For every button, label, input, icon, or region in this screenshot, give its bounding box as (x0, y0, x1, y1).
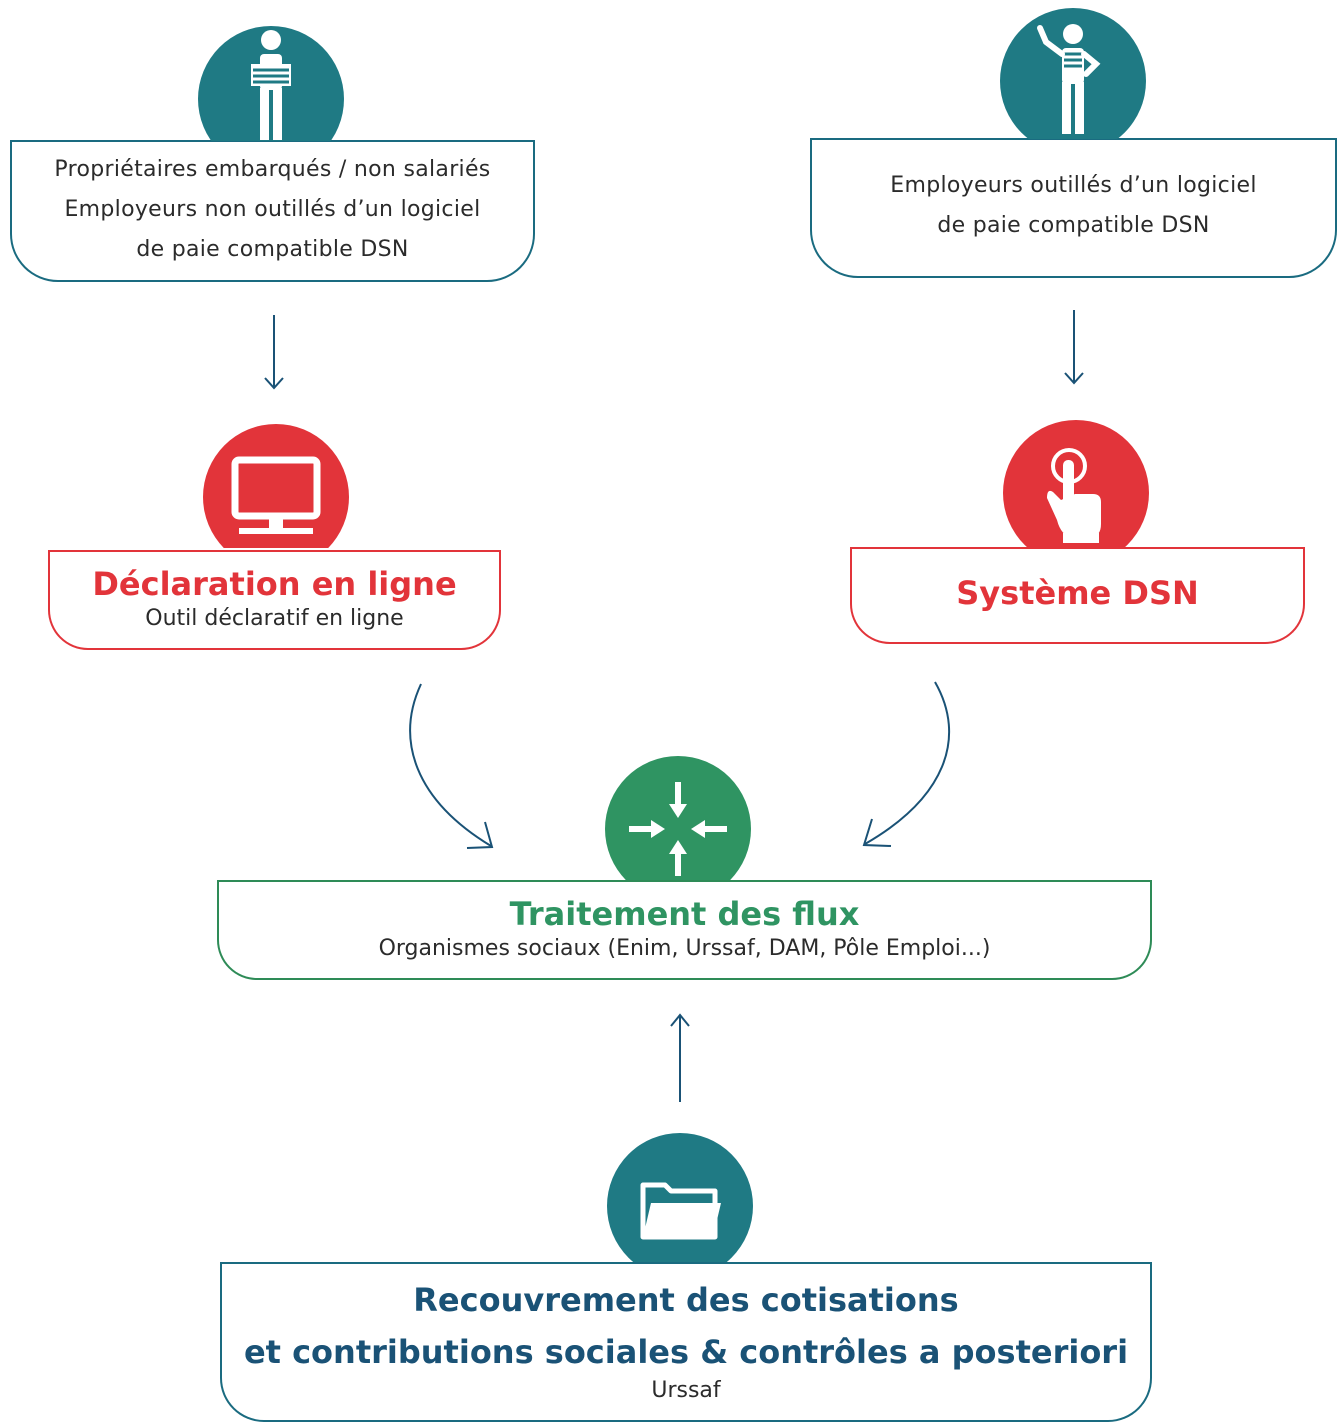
touch-hand-icon (1003, 420, 1149, 547)
arrow-down-left (264, 315, 284, 390)
declaration-title: Déclaration en ligne (92, 565, 457, 603)
dsn-box: Système DSN (850, 547, 1305, 644)
recouvrement-box: Recouvrement des cotisations et contribu… (220, 1262, 1152, 1422)
recouvrement-title-line-1: Recouvrement des cotisations (413, 1281, 959, 1319)
right-source-line-2: de paie compatible DSN (937, 213, 1210, 238)
left-source-line-1: Propriétaires embarqués / non salariés (54, 157, 491, 182)
curved-arrow-left (409, 683, 494, 849)
curved-arrow-right (862, 681, 951, 847)
monitor-icon (203, 424, 349, 548)
traitement-box: Traitement des flux Organismes sociaux (… (217, 880, 1152, 980)
traitement-title: Traitement des flux (509, 895, 860, 933)
recouvrement-title-line-2: et contributions sociales & contrôles a … (243, 1333, 1129, 1371)
right-source-box: Employeurs outillés d’un logiciel de pai… (810, 138, 1337, 278)
folder-icon (607, 1133, 753, 1262)
converging-arrows-icon (605, 756, 751, 880)
left-source-line-3: de paie compatible DSN (136, 237, 409, 262)
person-holding-box-icon (198, 26, 344, 141)
right-source-line-1: Employeurs outillés d’un logiciel (890, 173, 1257, 198)
recouvrement-subtitle: Urssaf (651, 1378, 721, 1403)
dsn-title: Système DSN (956, 574, 1199, 612)
person-waving-icon (1000, 8, 1146, 139)
left-source-box: Propriétaires embarqués / non salariés E… (10, 140, 535, 282)
traitement-subtitle: Organismes sociaux (Enim, Urssaf, DAM, P… (378, 936, 991, 961)
declaration-box: Déclaration en ligne Outil déclaratif en… (48, 550, 501, 650)
declaration-subtitle: Outil déclaratif en ligne (145, 606, 404, 631)
arrow-up (670, 1013, 690, 1102)
arrow-down-right (1064, 310, 1084, 385)
left-source-line-2: Employeurs non outillés d’un logiciel (64, 197, 481, 222)
